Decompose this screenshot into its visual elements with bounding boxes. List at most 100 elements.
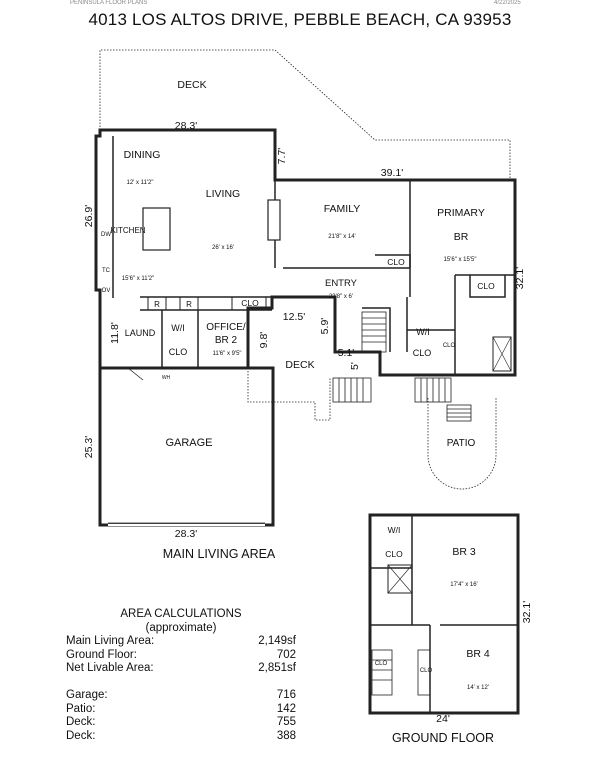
r-closet-2 xyxy=(179,296,199,311)
primary-dim: 15'6" x 15'5" xyxy=(444,257,477,263)
gf-stair-clo-label: CLO xyxy=(375,661,388,667)
stairs-deck xyxy=(332,377,472,422)
br4-label: BR 4 xyxy=(466,648,490,660)
area-row: Deck: 388 xyxy=(66,730,296,744)
ov-label: OV xyxy=(102,288,111,294)
deck-mid-outline xyxy=(247,368,331,421)
area-row-value: 2,851sf xyxy=(258,662,296,674)
r-closet-1 xyxy=(147,296,167,311)
br4-dim: 14' x 12' xyxy=(467,685,489,691)
area-row: Net Livable Area: 2,851sf xyxy=(66,662,296,676)
wall-stair-box xyxy=(362,307,391,352)
deck-top-label: DECK xyxy=(177,79,206,91)
wh-label: WH xyxy=(162,375,171,381)
gf-clo-label: CLO xyxy=(385,549,403,559)
living-label: LIVING xyxy=(206,188,240,200)
area-row: Ground Floor: 702 xyxy=(66,649,296,663)
ground-floor-caption: GROUND FLOOR xyxy=(392,731,494,745)
br3-label: BR 3 xyxy=(452,546,476,558)
kitchen-label: KITCHEN xyxy=(110,226,145,235)
gf-wi-label: W/I xyxy=(388,525,401,535)
r-label-2: R xyxy=(186,300,192,309)
dim-7-7: 7.7' xyxy=(276,148,288,165)
property-address-title: 4013 LOS ALTOS DRIVE, PEBBLE BEACH, CA 9… xyxy=(88,10,512,29)
dining-label: DINING xyxy=(124,149,161,161)
main-living-caption: MAIN LIVING AREA xyxy=(163,547,276,561)
dim-25-3: 25.3' xyxy=(83,436,95,458)
r-label-1: R xyxy=(154,300,160,309)
bath-clo-label: CLO xyxy=(443,343,456,349)
primary-clo-label: CLO xyxy=(477,281,495,291)
primary-br-label: BR xyxy=(454,231,469,243)
dining-dim: 12' x 11'2" xyxy=(127,180,154,186)
primary-shower xyxy=(492,336,512,372)
wi-clo-label: CLO xyxy=(169,347,188,357)
garage-door-swing xyxy=(127,367,144,381)
ground-floor-plan xyxy=(368,513,520,715)
dim-26-9: 26.9' xyxy=(83,205,95,227)
area-calculations: AREA CALCULATIONS (approximate) Main Liv… xyxy=(66,608,296,743)
company-name: PENINSULA FLOOR PLANS xyxy=(70,0,148,6)
area-row-value: 702 xyxy=(276,648,296,661)
area-row: Garage: 716 xyxy=(66,689,296,703)
exterior-walls xyxy=(94,128,517,377)
area-row-label: Garage: xyxy=(66,689,108,701)
area-row-value: 2,149sf xyxy=(258,635,296,647)
primary-wi-label: W/I xyxy=(416,327,430,337)
hall-closet xyxy=(231,296,267,311)
area-row: Deck: 755 xyxy=(66,716,296,730)
plan-date: 4/22/2025 xyxy=(494,0,521,6)
entry-dim: 23'8" x 6' xyxy=(329,294,353,300)
area-row-value: 716 xyxy=(276,689,296,701)
dim-11-8: 11.8' xyxy=(109,322,121,344)
area-row-spacer xyxy=(66,676,296,690)
area-row: Main Living Area: 2,149sf xyxy=(66,635,296,649)
laund-label: LAUND xyxy=(125,328,156,338)
dim-9-8: 9.8' xyxy=(258,332,270,349)
primary-wi-clo-label: CLO xyxy=(413,348,432,358)
dim-5: 5' xyxy=(349,362,361,370)
dim-32-1: 32.1' xyxy=(514,267,526,289)
office-br-label: BR 2 xyxy=(215,335,238,346)
area-row-label: Patio: xyxy=(66,702,96,715)
gf-dim-32-1: 32.1' xyxy=(521,601,533,623)
area-row: Patio: 142 xyxy=(66,703,296,717)
br3-dim: 17'4" x 16' xyxy=(450,582,477,588)
hall-clo-label: CLO xyxy=(241,298,259,308)
wall-primary-clo xyxy=(469,275,506,298)
fireplace xyxy=(267,199,281,241)
dim-5-9: 5.9' xyxy=(319,318,331,335)
area-calc-subtitle: (approximate) xyxy=(145,621,217,634)
gf-hall-clo-label: CLO xyxy=(420,668,433,674)
living-dim: 26' x 16' xyxy=(212,245,234,251)
kitchen-island xyxy=(142,207,171,251)
dim-5-1: 5.1' xyxy=(338,347,355,359)
area-row-value: 755 xyxy=(276,716,296,728)
dw-label: DW xyxy=(101,232,111,238)
stairs-main xyxy=(361,311,387,353)
garage-label: GARAGE xyxy=(165,437,212,449)
area-calc-title: AREA CALCULATIONS xyxy=(120,608,242,620)
dim-39-1: 39.1' xyxy=(381,167,403,179)
entry-label: ENTRY xyxy=(325,278,358,289)
area-row-label: Net Livable Area: xyxy=(66,662,154,674)
area-row-value: 388 xyxy=(276,729,296,742)
primary-label: PRIMARY xyxy=(437,207,485,219)
entry-clo-label: CLO xyxy=(387,257,405,267)
tc-label: TC xyxy=(102,268,111,274)
dim-bottom-width: 28.3' xyxy=(175,528,197,540)
office-dim: 11'6" x 9'5" xyxy=(212,351,241,357)
kitchen-dim: 15'6" x 11'2" xyxy=(122,276,154,282)
area-row-label: Deck: xyxy=(66,729,96,742)
patio-label: PATIO xyxy=(447,438,476,449)
deck-top-outline xyxy=(99,49,511,178)
office-label: OFFICE/ xyxy=(206,322,246,333)
deck-mid-label: DECK xyxy=(285,359,314,371)
gf-dim-24: 24' xyxy=(436,713,450,725)
area-row-label: Ground Floor: xyxy=(66,648,137,661)
dim-top-width: 28.3' xyxy=(175,120,197,132)
wi-label: W/I xyxy=(171,323,185,333)
wall-entry-clo xyxy=(375,254,411,268)
area-row-value: 142 xyxy=(276,702,296,715)
